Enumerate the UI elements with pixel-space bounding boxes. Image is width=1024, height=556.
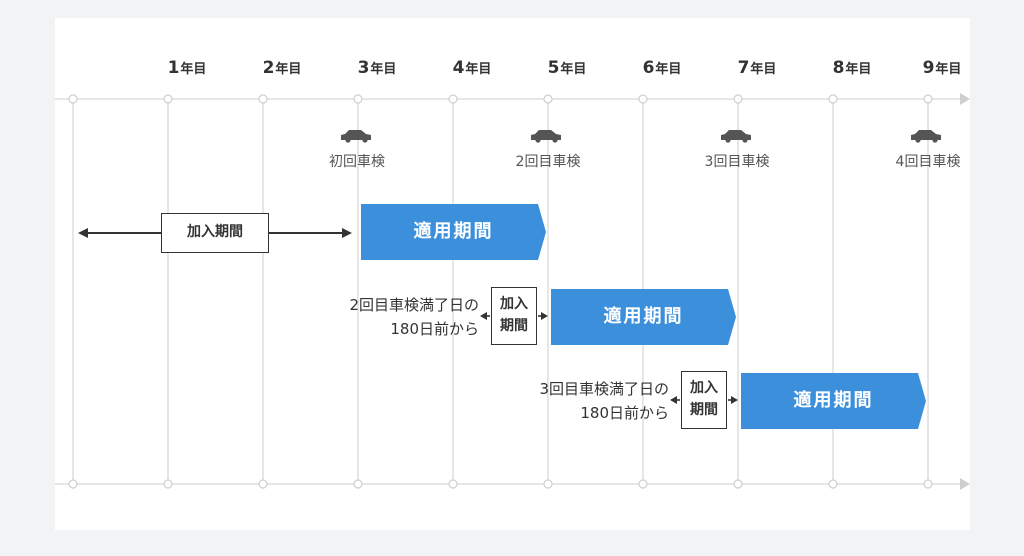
inspection-label-4: 4回目車検	[895, 154, 961, 170]
year-label-3: 3年目	[357, 58, 397, 78]
car-icon	[721, 130, 751, 143]
year-label-1: 1年目	[167, 58, 207, 78]
row2-join-line1: 加入	[500, 296, 528, 312]
row2-applied-label: 適用期間	[603, 306, 684, 327]
diagram-panel	[55, 18, 970, 530]
row2-join-line2: 期間	[500, 318, 528, 334]
year-label-4: 4年目	[452, 58, 492, 78]
row3-join-arrows	[670, 396, 738, 404]
row3-note-line1: 3回目車検満了日の	[539, 380, 669, 398]
inspection-label-2: 2回目車検	[515, 154, 581, 170]
row1-applied-bar	[361, 204, 546, 260]
row3-join-line1: 加入	[690, 380, 718, 396]
car-icon	[911, 130, 941, 143]
year-label-9: 9年目	[922, 58, 962, 78]
row2-note-line1: 2回目車検満了日の	[349, 296, 479, 314]
bottom-axis-arrowhead	[960, 478, 970, 490]
year-label-5: 5年目	[547, 58, 587, 78]
row3-applied-bar	[741, 373, 926, 429]
top-axis-arrowhead	[960, 93, 970, 105]
row1-join-box: 加入期間	[161, 213, 269, 253]
inspection-label-3: 3回目車検	[704, 154, 770, 170]
row3-join-line2: 期間	[690, 402, 718, 418]
row2-join-arrows	[480, 312, 548, 320]
inspection-label-1: 初回車検	[329, 154, 385, 170]
row2-note-line2: 180日前から	[390, 320, 479, 338]
row3-note-line2: 180日前から	[580, 404, 669, 422]
row2-applied-bar	[551, 289, 736, 345]
year-label-6: 6年目	[642, 58, 682, 78]
row1-applied-label: 適用期間	[413, 221, 494, 242]
year-label-8: 8年目	[832, 58, 872, 78]
row3-applied-label: 適用期間	[793, 390, 874, 411]
row3-join-box: 加入 期間	[681, 371, 727, 429]
car-icon	[341, 130, 371, 143]
year-label-7: 7年目	[737, 58, 777, 78]
car-icon	[531, 130, 561, 143]
row3-note: 3回目車検満了日の 180日前から	[539, 377, 669, 425]
year-label-2: 2年目	[262, 58, 302, 78]
row2-join-box: 加入 期間	[491, 287, 537, 345]
row2-note: 2回目車検満了日の 180日前から	[349, 293, 479, 341]
